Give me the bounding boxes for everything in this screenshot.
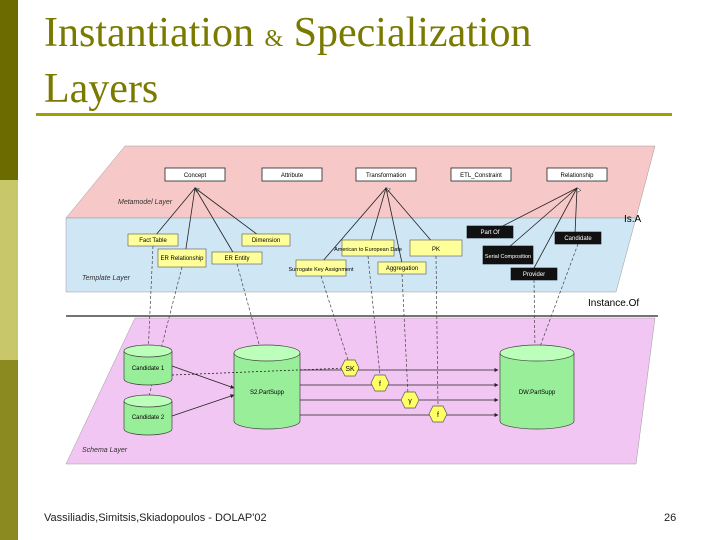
isa-links — [154, 188, 577, 269]
svg-text:Aggregation: Aggregation — [386, 266, 418, 272]
template-serial-composition: Serial Composition — [482, 245, 534, 265]
meta-concept-concept: Concept — [164, 167, 226, 182]
template-er-relationship: ER Relationship — [157, 248, 207, 268]
svg-text:Candidate 2: Candidate 2 — [132, 415, 165, 421]
svg-text:Fact Table: Fact Table — [139, 238, 167, 244]
template-aggregation: Aggregation — [377, 261, 427, 275]
svg-text:Candidate 1: Candidate 1 — [132, 366, 165, 372]
svg-text:SK: SK — [345, 366, 355, 373]
title-rule — [36, 113, 672, 116]
svg-text:DW.PartSupp: DW.PartSupp — [519, 390, 556, 396]
template-layer-label: Template Layer — [82, 275, 131, 282]
activity-sk: SK — [340, 359, 360, 377]
svg-text:Part Of: Part Of — [480, 230, 499, 236]
activity-f2: f — [428, 405, 448, 423]
title-word-layers: Layers — [44, 66, 159, 112]
svg-text:Attribute: Attribute — [281, 173, 304, 179]
template-candidate: Candidate — [554, 231, 602, 245]
svg-text:ER Entity: ER Entity — [224, 256, 249, 262]
svg-text:American to European Date: American to European Date — [334, 247, 402, 253]
svg-text:ER Relationship: ER Relationship — [160, 256, 204, 262]
template-dimension: Dimension — [241, 233, 291, 247]
page-title: Instantiation & Specialization Layers — [44, 8, 532, 114]
svg-text:f: f — [437, 412, 439, 419]
svg-text:Concept: Concept — [184, 173, 207, 179]
sidebar-band-mid — [0, 360, 18, 540]
title-word-instantiation: Instantiation — [44, 10, 254, 56]
sidebar-band-dark — [0, 0, 18, 180]
meta-concept-transformation: Transformation — [355, 167, 417, 182]
svg-text:S2.PartSupp: S2.PartSupp — [250, 390, 285, 396]
svg-text:Provider: Provider — [523, 272, 545, 278]
schema-candidate1: Candidate 1 — [123, 344, 173, 386]
schema-flows — [171, 365, 499, 417]
svg-text:γ: γ — [408, 398, 412, 405]
svg-text:PK: PK — [432, 247, 440, 253]
activity-gamma: γ — [400, 391, 420, 409]
svg-text:Candidate: Candidate — [564, 236, 592, 242]
schema-layer-label: Schema Layer — [82, 447, 128, 454]
schema-s2-partsupp: S2.PartSupp — [233, 344, 301, 430]
sidebar-band-light — [0, 180, 18, 360]
template-pk: PK — [409, 239, 463, 257]
svg-text:Serial Composition: Serial Composition — [485, 254, 531, 260]
meta-concept-attribute: Attribute — [261, 167, 323, 182]
instanceof-label: Instance.Of — [588, 298, 639, 309]
footer-authors: Vassiliadis,Simitsis,Skiadopoulos - DOLA… — [44, 512, 267, 524]
svg-text:Transformation: Transformation — [366, 173, 406, 179]
instanceof-links — [147, 243, 579, 407]
page-number: 26 — [664, 512, 677, 524]
template-surrogate-key: Surrogate Key Assignment — [288, 259, 354, 277]
svg-text:ETL_Constraint: ETL_Constraint — [460, 173, 502, 179]
template-er-entity: ER Entity — [211, 251, 263, 265]
schema-candidate2: Candidate 2 — [123, 394, 173, 436]
svg-text:Relationship: Relationship — [560, 173, 594, 179]
activity-f1: f — [370, 374, 390, 392]
isa-label: Is.A — [624, 214, 642, 225]
sidebar-decoration — [0, 0, 18, 540]
template-american-to-european: American to European Date — [334, 239, 402, 257]
template-part-of: Part Of — [466, 225, 514, 239]
meta-concept-relationship: Relationship — [546, 167, 608, 182]
title-word-specialization: Specialization — [293, 10, 532, 56]
svg-text:Dimension: Dimension — [252, 238, 280, 244]
template-fact-table: Fact Table — [127, 233, 179, 247]
template-provider: Provider — [510, 267, 558, 281]
title-ampersand: & — [264, 26, 284, 52]
svg-text:f: f — [379, 381, 381, 388]
schema-dw-partsupp: DW.PartSupp — [499, 344, 575, 430]
metamodel-layer-label: Metamodel Layer — [118, 199, 173, 206]
svg-text:Surrogate Key Assignment: Surrogate Key Assignment — [288, 267, 354, 273]
meta-concept-etl-constraint: ETL_Constraint — [450, 167, 512, 182]
